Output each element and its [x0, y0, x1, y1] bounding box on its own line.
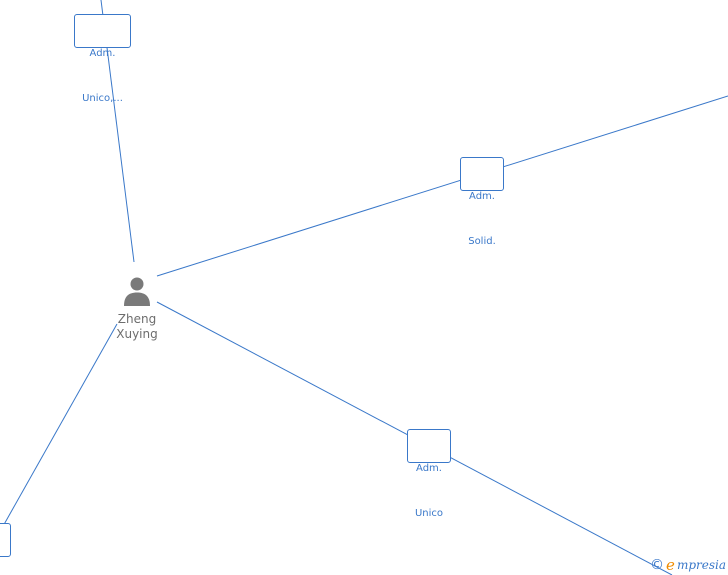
- relation-label-right-lower-line2: Unico: [414, 508, 444, 519]
- person-name-line2: Xuying: [116, 327, 158, 341]
- relation-label-right-upper-line1: Adm.: [469, 191, 495, 202]
- relation-label-right-lower[interactable]: Adm. Unico: [407, 429, 451, 519]
- relation-label-right-lower-line1: Adm.: [416, 463, 442, 474]
- relation-label-bottom-left[interactable]: o: [0, 523, 11, 557]
- person-silhouette-icon: [124, 277, 150, 306]
- brand-name-rest: mpresia: [676, 558, 726, 572]
- relation-label-right-upper-line2: Solid.: [468, 236, 496, 247]
- brand-e-letter: e: [666, 556, 675, 574]
- person-name-line1: Zheng: [117, 312, 157, 326]
- relation-label-right-upper[interactable]: Adm. Solid.: [460, 157, 504, 247]
- empresia-brand: © e mpresia: [650, 556, 726, 574]
- relation-label-top-line2: Unico,...: [82, 93, 123, 104]
- relation-label-top-line1: Adm.: [89, 48, 116, 59]
- edge-right-upper: [156, 95, 728, 277]
- relation-label-top[interactable]: Adm. Unico,...: [74, 14, 131, 104]
- copyright-icon: ©: [650, 557, 665, 573]
- edge-bottom-left: [1, 323, 118, 529]
- person-node-zheng-xuying[interactable]: Zheng Xuying: [107, 276, 167, 342]
